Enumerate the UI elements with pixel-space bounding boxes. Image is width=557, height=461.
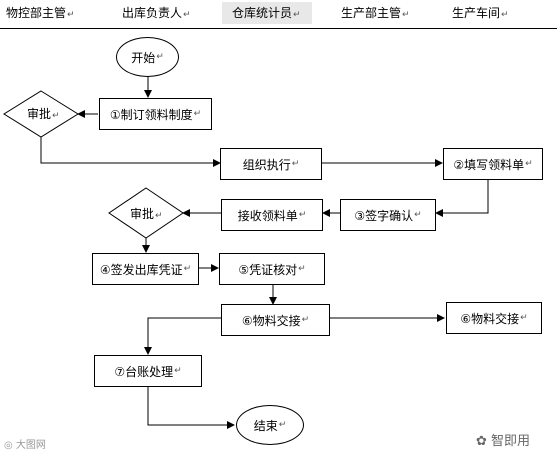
start-node: 开始↵ [116, 37, 179, 77]
approve1-diamond [3, 90, 79, 138]
step6-node-chejian: ⑥物料交接↵ [446, 302, 542, 334]
lane-header-wuk: 物控部主管↵ [6, 6, 75, 20]
approve2-label: 审批↵ [130, 207, 163, 221]
step6-node-cangku: ⑥物料交接↵ [221, 304, 330, 336]
wechat-icon: ✿ [476, 434, 492, 449]
watermark-left: ◎ 大图网 [4, 440, 46, 451]
lane-header-chejian: 生产车间↵ [452, 6, 509, 20]
step1-node: ①制订领料制度↵ [99, 98, 212, 130]
lane-header-cangku: 仓库统计员↵ [222, 2, 312, 24]
step4-node: ④签发出库凭证↵ [92, 253, 199, 285]
end-node: 结束↵ [236, 405, 304, 445]
step2-node: ②填写领料单↵ [443, 148, 543, 180]
approve1-label: 审批↵ [27, 107, 60, 121]
step5-node: ⑤凭证核对↵ [219, 253, 325, 285]
approve2-diamond [108, 187, 184, 239]
lane-header-chuku: 出库负责人↵ [122, 6, 191, 20]
lane-header-divider [0, 28, 557, 29]
lane-header-shengchan: 生产部主管↵ [341, 6, 410, 20]
watermark-logo-icon: ◎ [4, 440, 16, 451]
execute-node: 组织执行↵ [220, 148, 322, 180]
watermark-right: ✿ 智即用 [476, 434, 531, 449]
step7-node: ⑦台账处理↵ [94, 355, 202, 387]
receive-node: 接收领料单↵ [221, 199, 323, 231]
step3-node: ③签字确认↵ [340, 199, 436, 231]
